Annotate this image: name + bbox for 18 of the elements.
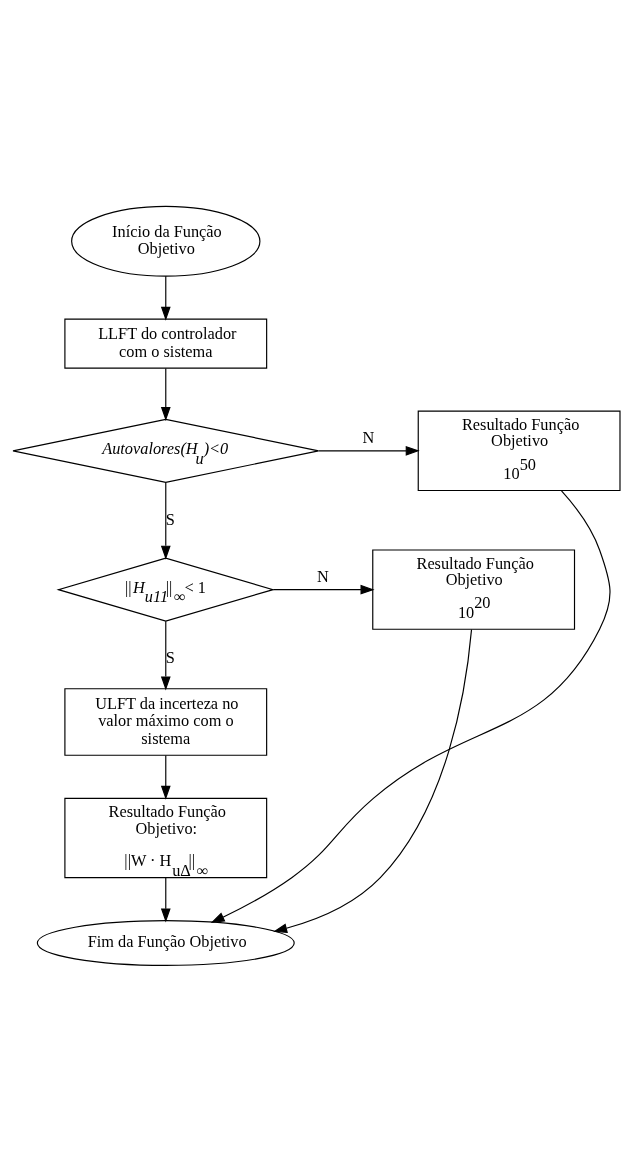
arrow (160, 754, 171, 800)
node-ellipse: Início da Função Objetivo (71, 205, 261, 277)
edge-label: N (362, 427, 375, 447)
edge-label: S (165, 509, 175, 529)
arrow (160, 275, 171, 321)
edge-label: S (165, 647, 175, 667)
node-ellipse: Fim da Função Objetivo (36, 919, 295, 966)
arrow (160, 876, 171, 922)
edge-label: N (317, 566, 329, 586)
arrow (273, 628, 473, 933)
arrow (160, 481, 171, 560)
arrow (272, 584, 375, 595)
arrow (160, 367, 171, 421)
node-box: LLFT do controlador com o sistema (64, 318, 268, 369)
arrow (160, 620, 171, 690)
arrow (318, 445, 420, 456)
node-box: ULFT da incerteza no valor máximo com o sistema (64, 687, 268, 756)
arrow (210, 489, 611, 923)
